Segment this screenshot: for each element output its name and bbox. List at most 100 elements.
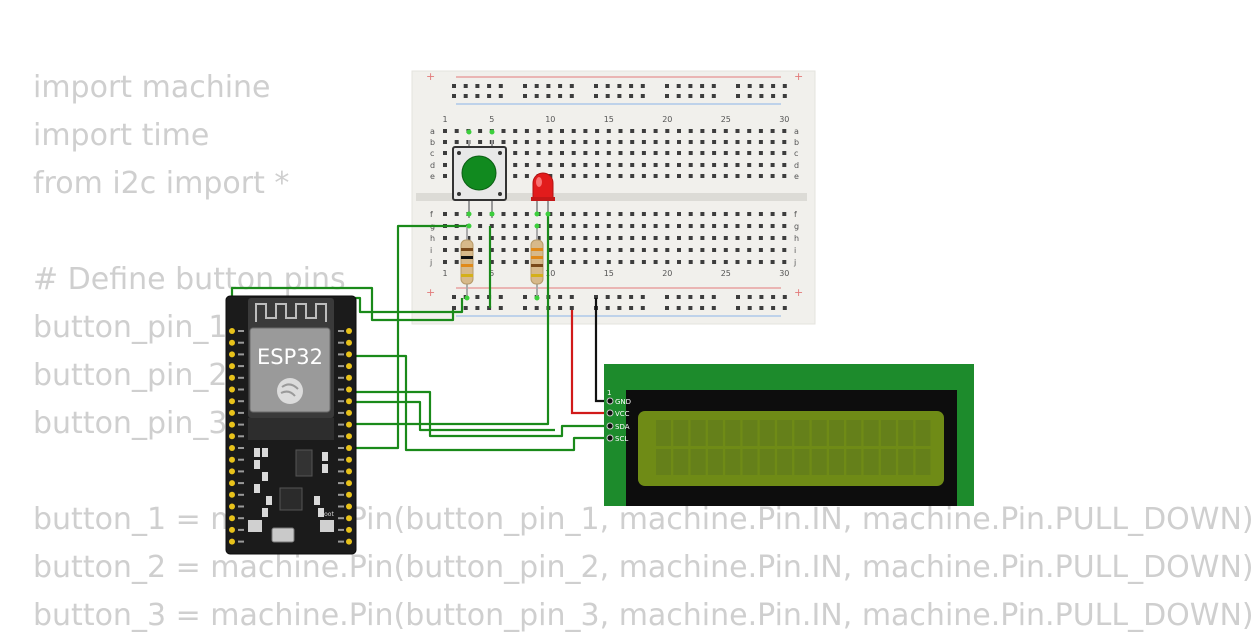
esp32-pin-label-mark — [238, 482, 244, 485]
resistor-band — [461, 248, 473, 251]
breadboard-hole — [723, 174, 728, 178]
lcd-cell — [759, 449, 775, 475]
breadboard-hole — [770, 140, 775, 144]
row-label: j — [793, 258, 796, 267]
lcd-pin-vcc[interactable] — [606, 409, 614, 417]
breadboard-rail-hole — [676, 306, 681, 310]
breadboard-hole — [782, 151, 787, 155]
regulator-chip — [295, 449, 313, 477]
lcd-cell — [880, 449, 896, 475]
en-button[interactable] — [248, 520, 262, 532]
breadboard-rail-hole — [665, 84, 669, 88]
breadboard-rail-hole — [523, 295, 527, 299]
breadboard-rail-hole — [771, 295, 776, 299]
esp32-pin — [346, 374, 352, 381]
breadboard-rail-hole — [534, 306, 539, 310]
lcd-pin-scl[interactable] — [606, 434, 614, 442]
pushbutton[interactable] — [452, 140, 507, 218]
breadboard-hole — [583, 236, 588, 240]
breadboard-hole — [677, 151, 681, 155]
breadboard-hole — [548, 260, 553, 264]
lcd-cell — [829, 420, 844, 446]
breadboard-hole — [630, 129, 635, 133]
breadboard-hole — [630, 236, 635, 240]
breadboard-hole — [489, 260, 494, 264]
connection-dot — [545, 211, 551, 217]
esp32-pin-label-mark — [238, 411, 244, 414]
lcd-1602-i2c[interactable]: 1 GND VCC SDA SCL — [604, 364, 974, 506]
breadboard-hole — [747, 248, 752, 252]
connection-dot — [489, 129, 495, 135]
breadboard-hole — [583, 163, 588, 167]
column-label: 30 — [779, 269, 789, 278]
breadboard-rail-hole — [676, 295, 681, 299]
esp32-pin — [229, 374, 235, 381]
connection-dot — [489, 211, 495, 217]
resistor-1[interactable] — [460, 226, 474, 298]
breadboard-hole — [513, 129, 518, 133]
breadboard-hole — [630, 163, 635, 167]
breadboard-rail-hole — [736, 295, 740, 299]
breadboard-hole — [595, 236, 600, 240]
lcd-pin-sda[interactable] — [606, 422, 614, 430]
breadboard-hole — [501, 224, 506, 228]
resistor-2[interactable] — [530, 226, 544, 298]
breadboard-hole — [782, 140, 787, 144]
esp32-header-pins — [229, 328, 352, 545]
antenna-trace — [255, 303, 327, 322]
led-red[interactable] — [531, 172, 555, 214]
column-label: 5 — [489, 269, 494, 278]
esp32-pin — [346, 433, 352, 440]
breadboard-rail-hole — [463, 94, 468, 98]
button-corner — [457, 151, 461, 155]
esp32-pin-label-mark — [238, 505, 244, 508]
breadboard-hole — [641, 151, 646, 155]
breadboard-hole — [688, 224, 693, 228]
esp32-pin — [229, 339, 235, 346]
breadboard-rail-hole — [759, 306, 764, 310]
esp32-pin — [229, 480, 235, 487]
esp32-board[interactable]: ESP32 Boot — [225, 295, 357, 555]
breadboard-hole — [700, 129, 705, 133]
breadboard-hole — [524, 140, 529, 144]
esp32-pin — [229, 433, 235, 440]
esp32-pin — [229, 468, 235, 475]
breadboard-hole — [735, 260, 740, 264]
smd-component — [254, 460, 260, 469]
breadboard-hole — [618, 163, 623, 167]
breadboard-hole — [630, 174, 635, 178]
breadboard-hole — [536, 140, 541, 144]
breadboard-hole — [677, 174, 681, 178]
breadboard-hole — [618, 248, 623, 252]
breadboard-hole — [560, 151, 564, 155]
breadboard-hole — [770, 163, 775, 167]
esp32-pin — [346, 538, 352, 545]
esp32-pin — [346, 445, 352, 451]
boot-button[interactable] — [320, 520, 334, 532]
breadboard-hole — [454, 212, 459, 216]
esp32-pin — [229, 398, 235, 405]
breadboard-rail-hole — [617, 94, 622, 98]
esp32-pin — [229, 386, 235, 393]
breadboard-rail-hole — [617, 295, 622, 299]
breadboard-hole — [454, 236, 459, 240]
column-label: 1 — [442, 115, 447, 124]
lcd-pin-label: GND — [615, 398, 631, 406]
breadboard-rail-hole — [605, 84, 610, 88]
breadboard-rail-hole — [676, 84, 681, 88]
esp32-pin-label-mark — [238, 458, 244, 461]
breadboard-hole — [571, 212, 576, 216]
esp32-pin-label-mark — [338, 458, 344, 461]
breadboard-rail-hole — [558, 295, 563, 299]
breadboard-rail-hole — [782, 94, 787, 98]
lcd-pin-gnd[interactable] — [606, 397, 614, 405]
esp32-pin-label-mark — [238, 376, 244, 379]
led-body — [532, 172, 554, 200]
esp32-pin — [346, 503, 352, 510]
breadboard-rail-hole — [569, 94, 574, 98]
breadboard-hole — [641, 224, 646, 228]
breadboard-hole — [524, 163, 529, 167]
breadboard-hole — [700, 260, 705, 264]
wire — [350, 214, 550, 426]
code-line: button_pin_2 — [33, 358, 228, 393]
